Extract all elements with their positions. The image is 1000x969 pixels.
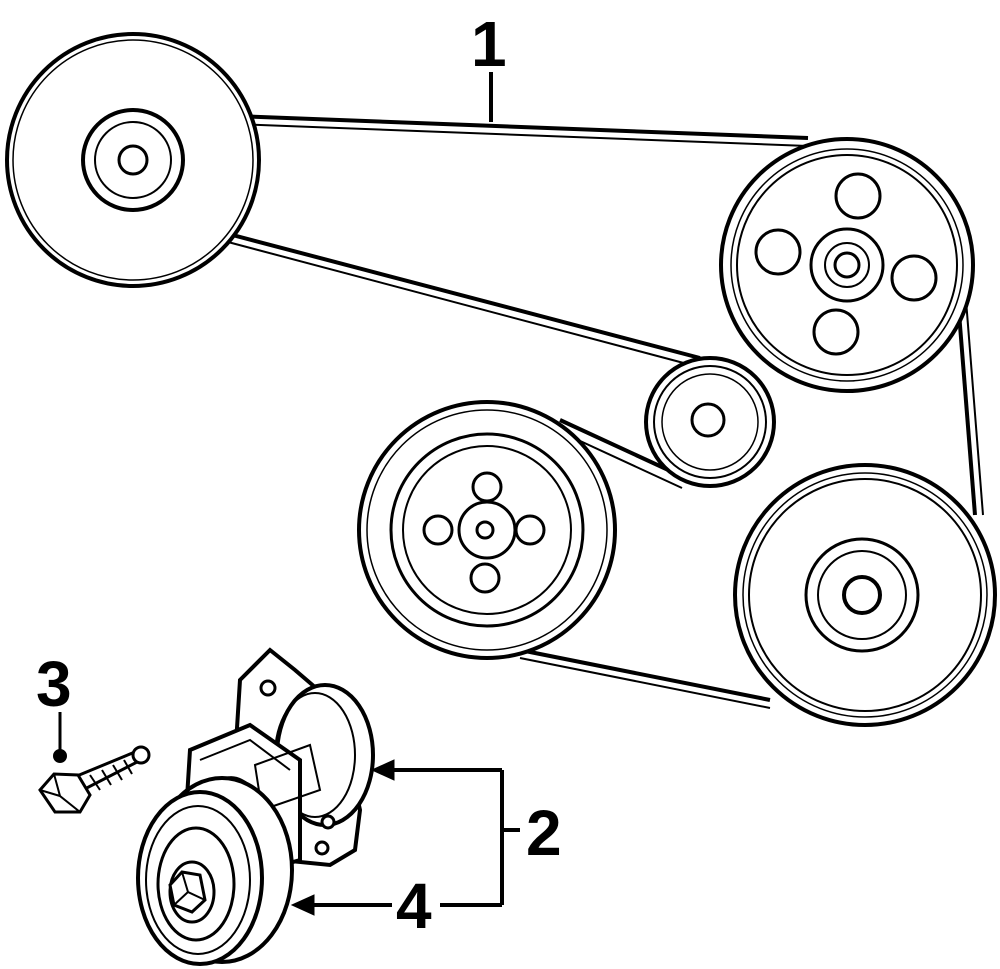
arrowhead-tensioner — [370, 759, 395, 781]
arrowhead-pulley — [290, 894, 315, 916]
callout-bolt: 3 — [36, 648, 72, 720]
idler-pulley — [644, 356, 776, 488]
callout-belt: 1 — [471, 8, 507, 80]
tensioner-pulley — [136, 776, 294, 966]
water-pump-pulley — [719, 137, 975, 393]
power-steering-pulley — [357, 400, 617, 660]
alternator-pulley — [733, 463, 997, 727]
tensioner-bolt — [38, 745, 151, 814]
leader-lines — [53, 72, 520, 916]
callout-pulley: 4 — [396, 870, 432, 942]
crankshaft-pulley — [5, 32, 261, 288]
callout-tensioner: 2 — [526, 797, 562, 869]
